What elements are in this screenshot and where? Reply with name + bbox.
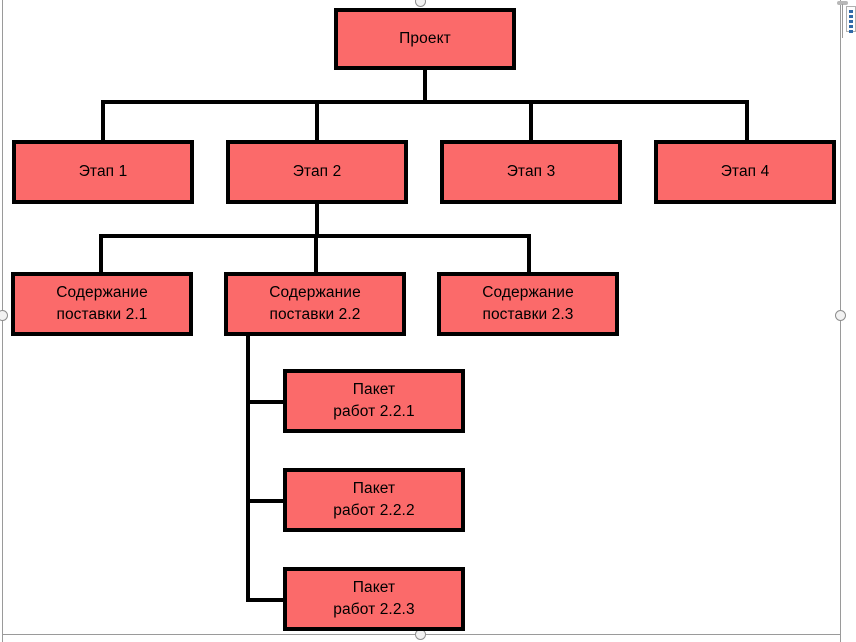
widget-dot [849, 20, 853, 23]
node-work-package-2-2-2[interactable]: Пакет работ 2.2.2 [283, 468, 465, 532]
node-deliverable-2-1[interactable]: Содержание поставки 2.1 [11, 272, 193, 336]
node-stage-1[interactable]: Этап 1 [12, 140, 194, 204]
widget-stem [842, 4, 843, 38]
selection-handle-top[interactable] [415, 0, 426, 7]
connector-drop-stage-2 [315, 100, 319, 142]
widget-dot [849, 30, 853, 33]
connector-level1-bus [101, 100, 749, 104]
selection-handle-left[interactable] [0, 310, 8, 321]
widget-dot [849, 10, 853, 13]
widget-drag-cap[interactable] [837, 1, 848, 5]
connector-drop-deliverable-2 [314, 234, 318, 274]
connector-drop-stage-4 [745, 100, 749, 142]
node-stage-2[interactable]: Этап 2 [226, 140, 408, 204]
connector-root-stem [423, 70, 427, 102]
selection-border-left [2, 0, 3, 642]
floating-list-widget[interactable] [846, 6, 856, 33]
node-project-root[interactable]: Проект [334, 8, 516, 70]
node-deliverable-2-2[interactable]: Содержание поставки 2.2 [224, 272, 406, 336]
connector-elbow-wp-2 [246, 499, 286, 503]
connector-elbow-wp-3 [246, 598, 286, 602]
connector-drop-deliverable-1 [99, 234, 103, 274]
connector-drop-deliverable-3 [527, 234, 531, 274]
node-deliverable-2-3[interactable]: Содержание поставки 2.3 [437, 272, 619, 336]
connector-stage2-stem [315, 204, 319, 236]
widget-dot [849, 15, 853, 18]
connector-drop-stage-3 [529, 100, 533, 142]
node-stage-3[interactable]: Этап 3 [440, 140, 622, 204]
node-stage-4[interactable]: Этап 4 [654, 140, 836, 204]
node-work-package-2-2-3[interactable]: Пакет работ 2.2.3 [283, 567, 465, 631]
node-work-package-2-2-1[interactable]: Пакет работ 2.2.1 [283, 369, 465, 433]
selection-handle-right[interactable] [835, 310, 846, 321]
selection-border-right [840, 0, 841, 642]
connector-elbow-wp-1 [246, 400, 286, 404]
connector-drop-stage-1 [101, 100, 105, 142]
widget-dot [849, 25, 853, 28]
connector-deliverable2-spine [246, 336, 250, 602]
